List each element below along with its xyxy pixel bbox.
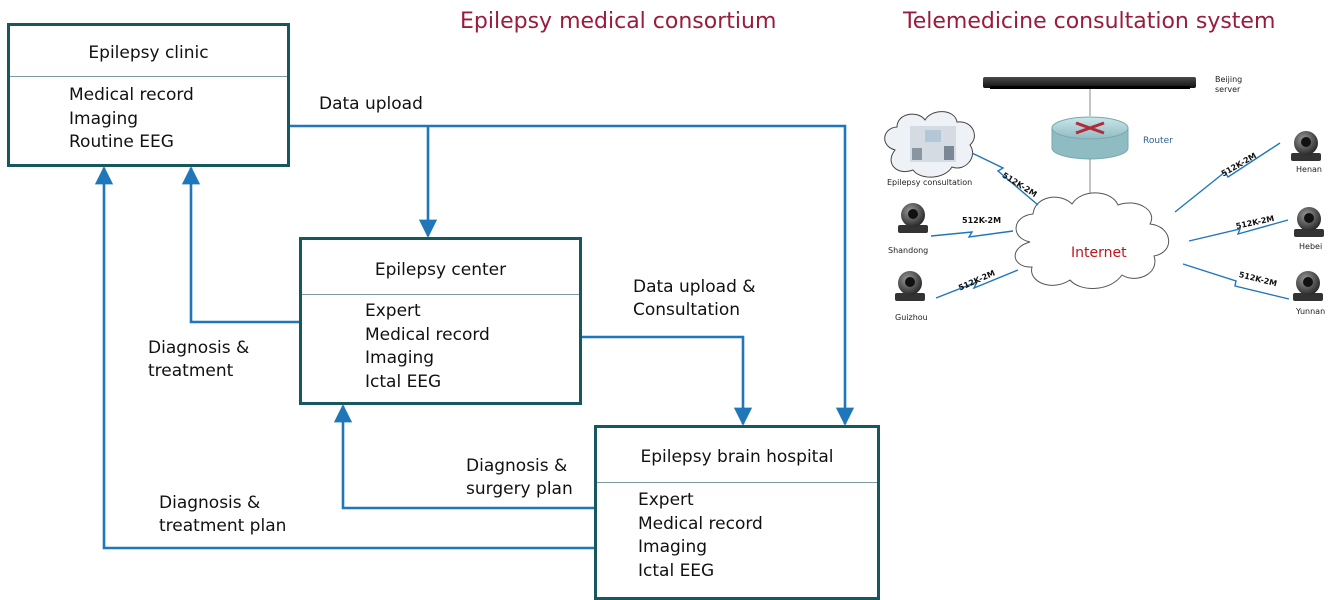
clinic-item: Imaging: [69, 108, 139, 129]
telemedicine-title: Telemedicine consultation system: [903, 9, 1276, 34]
hospital-item: Imaging: [638, 537, 708, 557]
flow-arrows: [94, 124, 855, 550]
camera-icon: [898, 203, 928, 233]
clinic-box: Epilepsy clinic Medical record Imaging R…: [7, 23, 290, 167]
center-title: Epilepsy center: [302, 240, 579, 295]
hospital-title: Epilepsy brain hospital: [597, 428, 877, 483]
node-guizhou-label: Guizhou: [895, 313, 928, 322]
link-shandong: [930, 230, 1014, 238]
node-consultation-label: Epilepsy consultation: [887, 178, 973, 187]
link-yunnan: [1182, 263, 1290, 300]
node-shandong-label: Shandong: [888, 246, 929, 255]
internet-cloud: [1014, 192, 1170, 289]
camera-icon: [895, 271, 925, 301]
camera-icon: [1293, 271, 1323, 301]
hospital-item: Expert: [638, 490, 694, 510]
camera-icon: [1294, 207, 1324, 237]
consultation-image-icon: [884, 111, 975, 178]
network-diagram: [884, 77, 1324, 301]
bandwidth-label: 512K-2M: [962, 216, 1002, 225]
link-guizhou: [935, 269, 1019, 299]
diagnosis-treatment-label: Diagnosis & treatment: [148, 338, 250, 381]
node-yunnan-label: Yunnan: [1296, 307, 1326, 316]
link-consultation: [971, 152, 1039, 206]
center-item: Imaging: [365, 348, 435, 368]
arrow-center-to-hospital: [582, 335, 753, 426]
clinic-item: Medical record: [69, 85, 194, 105]
center-box: Epilepsy center Expert Medical record Im…: [299, 237, 582, 405]
data-upload-consultation-label: Data upload & Consultation: [633, 277, 756, 320]
hospital-item: Ictal EEG: [638, 560, 715, 581]
consortium-title: Epilepsy medical consortium: [460, 9, 777, 34]
arrow-hospital-to-clinic: [94, 166, 597, 550]
router-label: Router: [1143, 136, 1173, 146]
server-icon: [983, 77, 1196, 89]
arrow-hospital-to-center: [333, 404, 597, 510]
link-henan: [1174, 142, 1281, 213]
clinic-item: Routine EEG: [69, 132, 174, 152]
router-icon: [1051, 116, 1129, 160]
diagnosis-treatment-plan-label: Diagnosis & treatment plan: [159, 493, 287, 536]
server-label: Beijing server: [1215, 75, 1243, 94]
node-hebei-label: Hebei: [1299, 242, 1323, 251]
hospital-item: Medical record: [638, 513, 763, 534]
arrow-clinic-to-hospital: [290, 124, 855, 426]
data-upload-label: Data upload: [319, 94, 423, 114]
camera-icon: [1291, 131, 1321, 161]
center-item: Ictal EEG: [365, 371, 442, 392]
hospital-box: Epilepsy brain hospital Expert Medical r…: [594, 425, 880, 600]
diagnosis-surgery-label: Diagnosis & surgery plan: [466, 456, 573, 499]
center-item: Expert: [365, 301, 421, 321]
center-item: Medical record: [365, 324, 490, 345]
arrow-center-to-clinic: [181, 166, 300, 324]
link-hebei: [1188, 219, 1289, 242]
internet-label: Internet: [1071, 245, 1127, 261]
node-henan-label: Henan: [1296, 165, 1322, 174]
clinic-title: Epilepsy clinic: [10, 26, 287, 77]
